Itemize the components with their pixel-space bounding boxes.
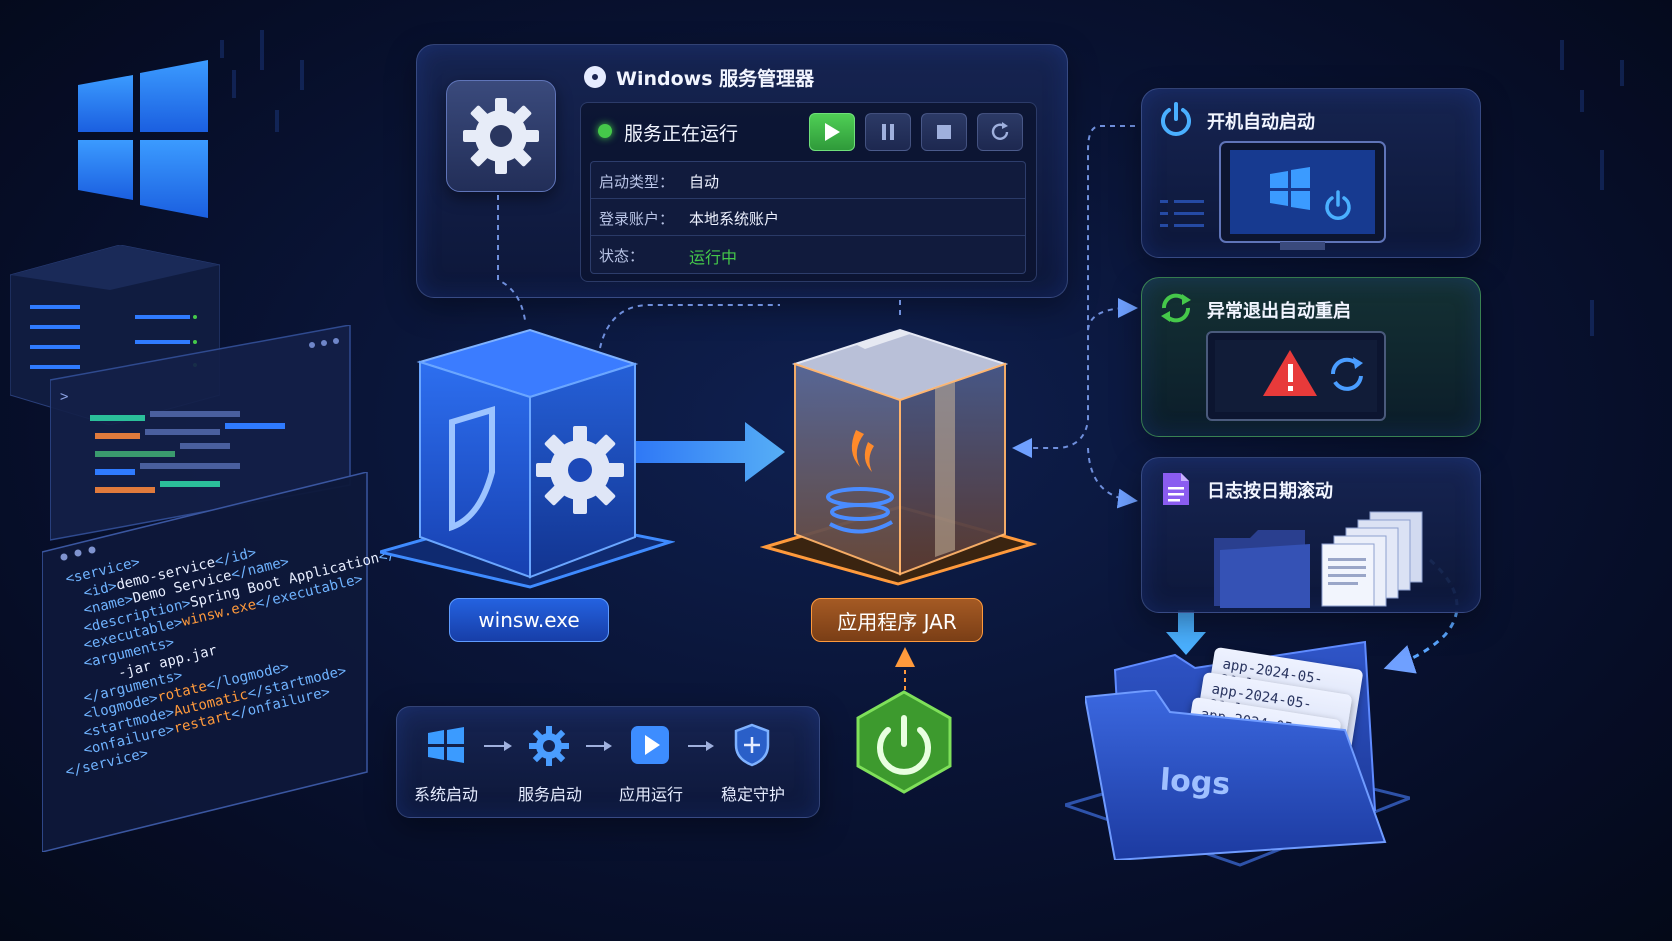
flow-step-app-run: 应用运行 — [618, 785, 683, 804]
running-indicator — [598, 124, 612, 138]
service-properties-table — [590, 161, 1026, 274]
winsw-label: winsw.exe — [449, 598, 609, 642]
status-value: 运行中 — [689, 248, 738, 267]
windows-logo-icon — [78, 60, 208, 218]
service-status-text: 服务正在运行 — [624, 123, 739, 145]
stop-icon — [937, 125, 951, 139]
startup-type-label: 启动类型： — [599, 173, 675, 191]
flow-arrows — [484, 741, 714, 751]
service-manager-logo-icon — [584, 66, 606, 88]
play-icon — [631, 726, 669, 764]
pause-button[interactable] — [865, 113, 911, 151]
monitor-windows-illustration — [1160, 141, 1386, 250]
gear-icon — [463, 98, 539, 174]
feature-log-rotation-panel — [1141, 457, 1481, 613]
logon-account-value: 本地系统账户 — [689, 210, 780, 228]
refresh-icon — [1161, 293, 1191, 323]
logs-folder-label: logs — [1158, 762, 1232, 803]
shield-icon — [734, 723, 770, 767]
shield-icon — [449, 405, 495, 532]
play-icon — [825, 123, 840, 141]
flow-step-system-start: 系统启动 — [413, 785, 478, 804]
jar-cube — [760, 328, 1038, 586]
svg-text:>: > — [60, 389, 68, 405]
config-editor: <service><id>demo-service</id><name>Demo… — [42, 472, 496, 852]
restart-button[interactable] — [977, 113, 1023, 151]
pause-icon — [882, 124, 894, 140]
logon-account-label: 登录账户： — [599, 210, 675, 228]
gear-icon — [529, 726, 569, 766]
stop-button[interactable] — [921, 113, 967, 151]
logs-folder-front — [1085, 690, 1387, 860]
log-files-illustration — [1214, 511, 1423, 608]
feature-log-rotation-title: 日志按日期滚动 — [1207, 481, 1333, 502]
status-label: 状态： — [599, 247, 645, 265]
windows-icon — [428, 727, 464, 763]
feature-auto-restart-title: 异常退出自动重启 — [1207, 301, 1351, 322]
java-icon — [826, 430, 894, 534]
monitor-warning-illustration — [1206, 331, 1386, 421]
jar-label: 应用程序 JAR — [811, 598, 983, 642]
flow-step-guard: 稳定守护 — [720, 785, 785, 804]
flow-step-service-start: 服务启动 — [517, 785, 582, 804]
feature-auto-start-title: 开机自动启动 — [1207, 112, 1315, 133]
power-hexagon-icon — [856, 690, 952, 794]
startup-type-value: 自动 — [689, 173, 720, 191]
power-icon — [1161, 102, 1191, 136]
winsw-cube — [380, 328, 675, 589]
start-button[interactable] — [809, 113, 855, 151]
gear-icon — [536, 426, 624, 514]
service-manager-title: Windows 服务管理器 — [616, 68, 815, 90]
refresh-icon — [991, 122, 1009, 140]
service-gear-tile — [446, 80, 556, 192]
document-icon — [1163, 473, 1189, 505]
